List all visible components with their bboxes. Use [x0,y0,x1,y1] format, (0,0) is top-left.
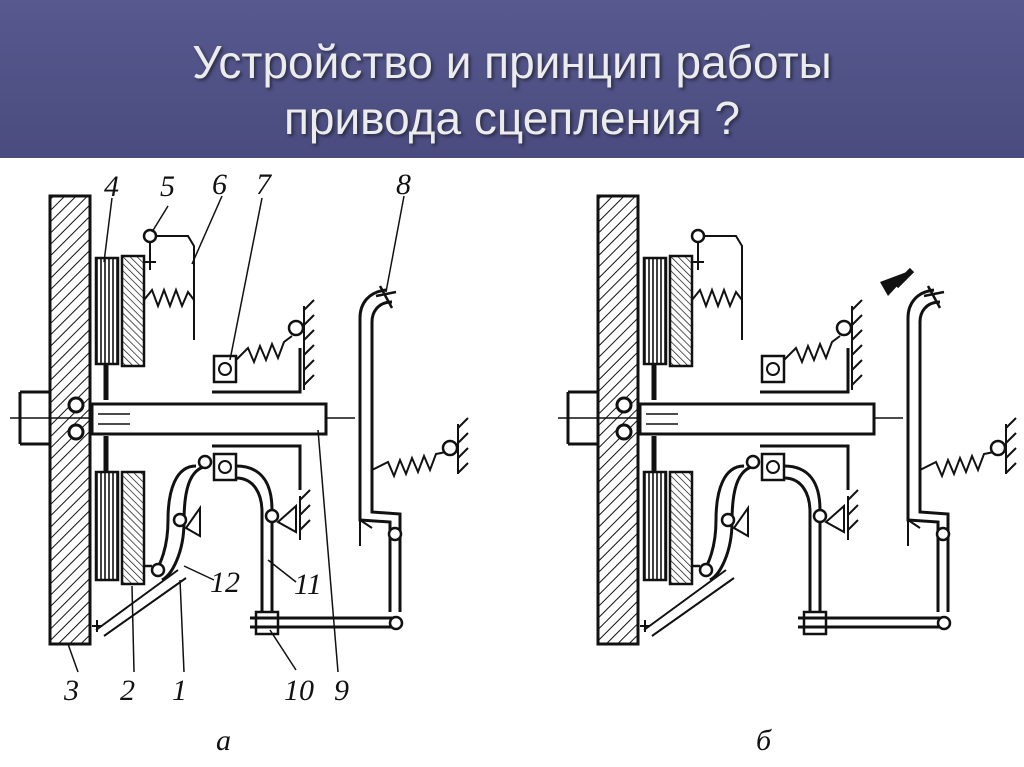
label-9: 9 [334,674,349,707]
caption-a: а [216,724,231,757]
label-10: 10 [284,674,314,707]
label-8: 8 [396,168,411,201]
label-leaders [67,195,405,673]
caption-b: б [756,724,772,757]
title-line-1: Устройство и принцип работы [192,36,832,88]
slide-title: Устройство и принцип работы привода сцеп… [0,34,1024,146]
label-12: 12 [210,566,240,599]
clutch-view-b [558,196,1016,644]
slide-header: Устройство и принцип работы привода сцеп… [0,0,1024,158]
label-1: 1 [172,674,187,707]
title-line-2: привода сцепления ? [283,92,740,144]
label-5: 5 [160,170,175,203]
label-7: 7 [256,168,273,201]
label-6: 6 [212,168,227,201]
press-arrow-shaft [893,267,915,289]
label-2: 2 [120,674,135,707]
label-3: 3 [63,674,79,707]
label-4: 4 [104,170,119,203]
clutch-drive-diagram: 4 5 6 7 8 12 11 3 2 1 10 9 а б [0,168,1024,757]
label-11: 11 [294,568,322,601]
